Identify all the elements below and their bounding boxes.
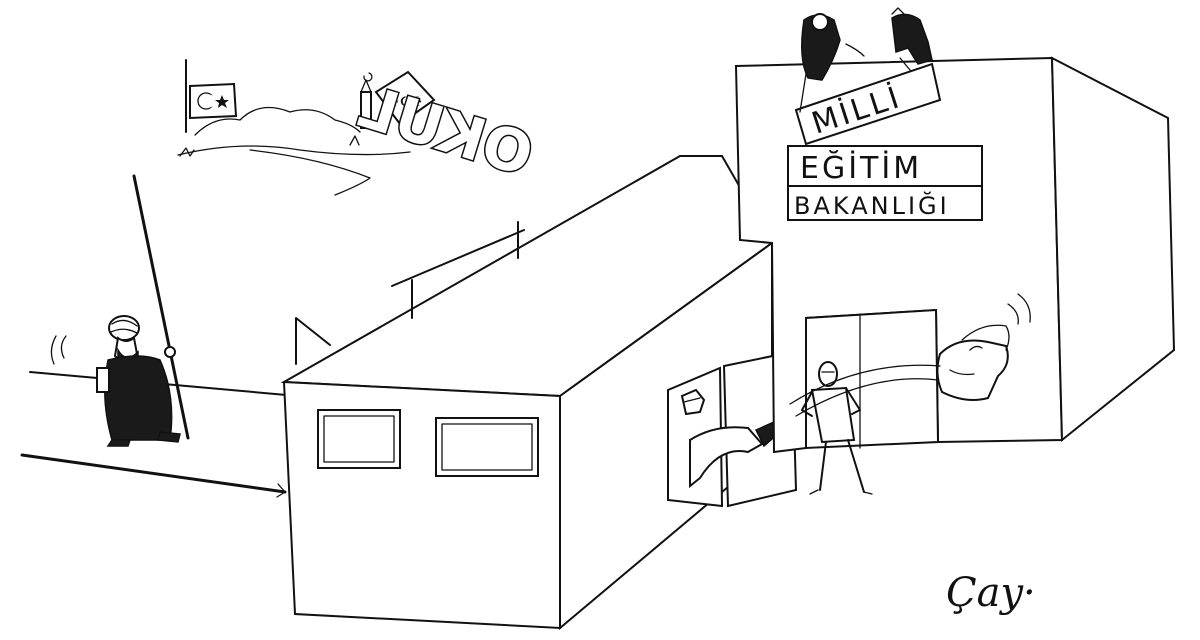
minaret-icon xyxy=(360,91,372,129)
bakanligi-sign-text: BAKANLIĞI xyxy=(794,190,950,220)
rooftop-figure-right xyxy=(891,13,933,65)
school-window-left xyxy=(317,409,401,469)
school-window-right xyxy=(435,417,539,477)
staff-icon xyxy=(132,174,190,440)
road xyxy=(20,371,321,498)
egitim-sign xyxy=(787,145,983,187)
egitim-sign-text: EĞİTİM xyxy=(800,149,922,186)
crescent-flag-icon xyxy=(374,70,436,126)
school-sign: OKUL xyxy=(351,73,540,190)
artist-signature: Çay· xyxy=(946,570,1036,616)
book-icon xyxy=(96,367,110,393)
hill-with-flags: ☪☪☪ xyxy=(177,59,436,196)
school-building: OKUL xyxy=(280,71,774,631)
bakanligi-sign xyxy=(787,185,983,221)
robed-figure xyxy=(50,174,190,447)
svg-text:☪☪☪: ☪☪☪ xyxy=(388,95,423,110)
signature-text: Çay· xyxy=(946,570,1036,616)
milli-sign xyxy=(794,62,942,146)
flying-bust xyxy=(789,293,1031,417)
